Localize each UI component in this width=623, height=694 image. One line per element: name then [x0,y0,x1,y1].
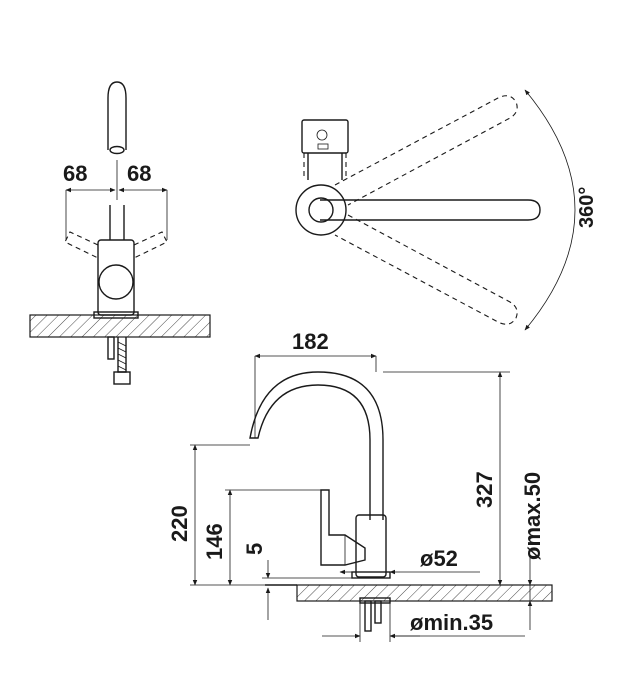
side-body [355,514,387,578]
dim-handle-height: 146 [202,523,227,560]
side-handle [320,489,366,566]
top-spout-arm [320,199,541,221]
side-view: 182 327 ømax.50 220 146 5 ø52 [167,329,553,642]
top-base-ring [295,184,347,236]
front-aerator [109,145,125,155]
front-view: 68 68 [29,81,211,385]
side-countertop [296,584,553,602]
side-spout [249,371,384,520]
front-handle-circle [98,264,134,300]
dim-min-hole: ømin.35 [410,610,493,635]
dim-front-right: 68 [127,161,151,186]
dim-base-diameter: ø52 [420,546,458,571]
dim-spout-height: 220 [167,505,192,542]
dim-base-offset: 5 [242,543,267,555]
front-body [97,239,135,316]
dim-total-height: 327 [472,471,497,508]
dim-swivel: 360° [576,187,598,228]
dim-max-thickness: ømax.50 [520,472,545,560]
top-control-box [301,119,349,154]
dim-reach: 182 [292,329,329,354]
front-spout [107,81,127,150]
dim-front-left: 68 [63,161,87,186]
top-view: 360° [295,89,598,331]
